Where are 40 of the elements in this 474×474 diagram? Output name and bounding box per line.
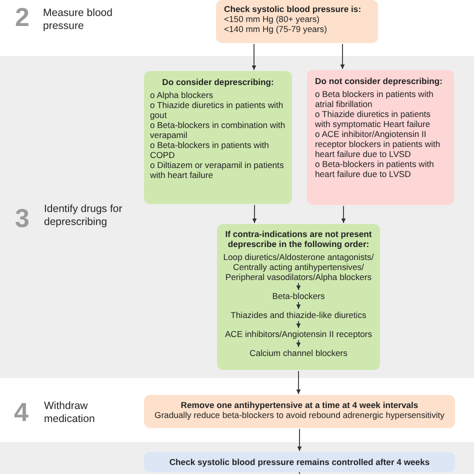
arrow <box>341 206 346 224</box>
process-box <box>144 395 455 428</box>
list-item: Thiazides and thiazide-like diuretics <box>220 310 377 320</box>
arrow <box>296 302 301 310</box>
arrow <box>296 320 301 328</box>
list-item: <150 mm Hg (80+ years) <box>224 14 321 24</box>
process-box <box>144 71 292 204</box>
box-heading: Check systolic blood pressure is: <box>224 4 362 14</box>
box-heading: Do not consider deprescribing: <box>315 76 444 86</box>
list-item: <140 mm Hg (75-79 years) <box>224 24 328 34</box>
box-heading: Do consider deprescribing: <box>161 77 275 87</box>
list-item: Loop diuretics/Aldosterone antagonists/ Centrally acting antihypertensives/ Peripheral vasodilators/Alpha blockers <box>220 252 377 282</box>
list-item: o Diltiazem or verapamil in patients with heart failure <box>150 160 285 180</box>
arrow <box>296 282 301 290</box>
box-text: Gradually reduce beta-blockers to avoid rebound adrenergic hypersensitivity <box>154 410 446 420</box>
step-number: 3 <box>15 205 30 231</box>
list-item: o Beta-blockers in patients with heart failure due to LVSD <box>315 159 435 179</box>
list-item: Beta-blockers <box>220 291 377 301</box>
box-heading: Check systolic blood pressure remains controlled after 4 weeks <box>168 457 431 467</box>
list-item: ACE inhibitors/Angiotensin II receptors <box>220 329 377 339</box>
process-box <box>216 0 378 43</box>
process-box <box>144 452 455 472</box>
arrow <box>296 370 301 394</box>
step-number: 4 <box>14 399 28 425</box>
arrow <box>340 44 345 70</box>
arrow <box>296 340 301 348</box>
step-number: 2 <box>15 4 30 30</box>
list-item: o Alpha blockers <box>150 90 214 100</box>
step-band <box>0 56 474 378</box>
arrow <box>252 204 257 224</box>
list-item: Calcium channel blockers <box>220 348 377 358</box>
box-heading: Remove one antihypertensive at a time at 4 week intervals <box>180 400 420 410</box>
order-box <box>217 224 380 370</box>
step-title: Measure blood pressure <box>43 7 114 33</box>
process-box <box>307 70 454 205</box>
step-title: Withdraw medication <box>44 400 96 426</box>
arrow <box>297 428 302 452</box>
box-heading: If contra-indications are not present deprescribe in the following order: <box>224 229 373 249</box>
step-title: Identify drugs for deprescribing <box>44 203 124 229</box>
arrow <box>252 44 256 70</box>
